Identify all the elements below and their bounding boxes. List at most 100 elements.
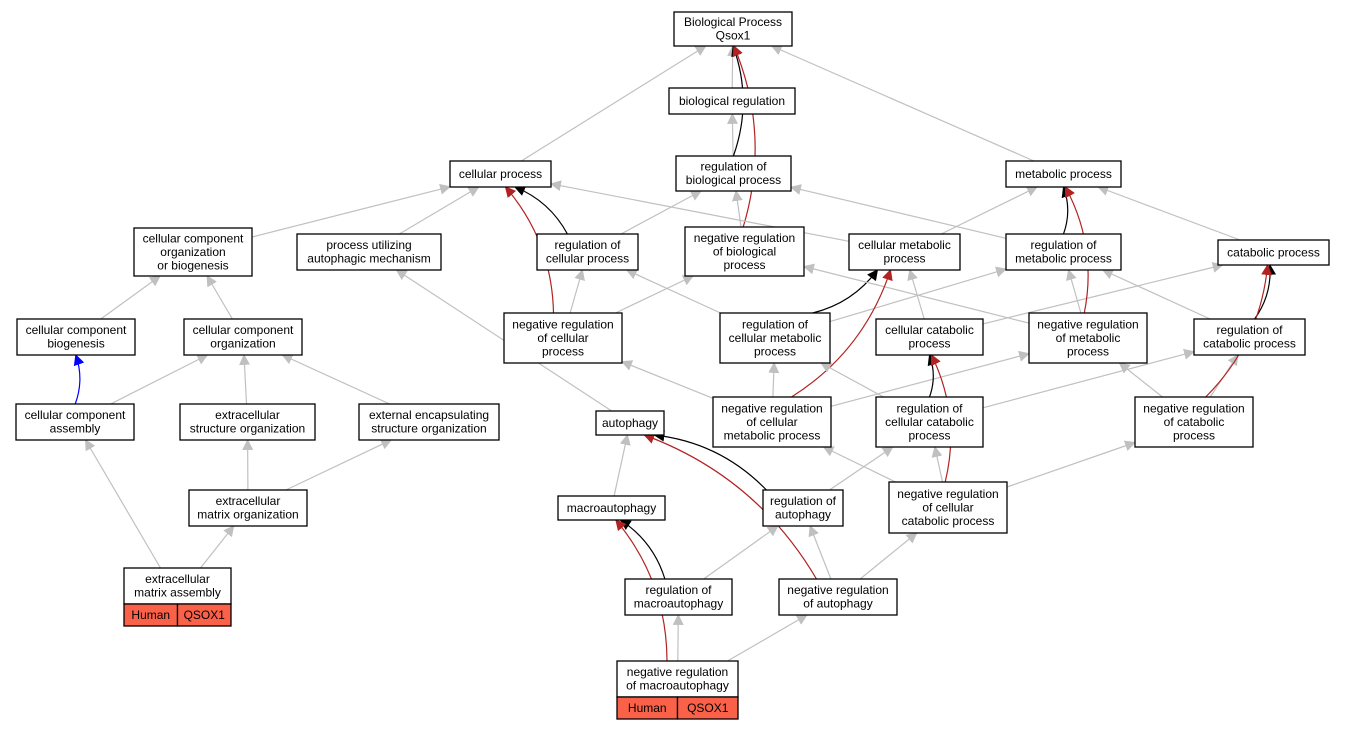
node-box bbox=[16, 318, 136, 356]
edge-negregcp-to-regcp bbox=[569, 268, 585, 314]
node-label-line: negative regulation bbox=[1143, 401, 1244, 415]
node-label-line: negative regulation bbox=[787, 583, 888, 597]
node-catab[interactable]: catabolic process bbox=[1217, 239, 1330, 266]
edge-extorg-to-ccorg bbox=[239, 353, 251, 405]
edge-ccbio-to-ccob bbox=[100, 275, 161, 320]
node-label-line: matrix organization bbox=[197, 508, 298, 522]
node-label-line: process bbox=[908, 428, 950, 442]
edge-catab-to-metproc bbox=[1097, 185, 1241, 241]
node-box bbox=[848, 233, 961, 271]
edge-negregcp-to-negregbio bbox=[615, 275, 695, 314]
node-label-line: negative regulation bbox=[694, 231, 795, 245]
node-label-line: autophagy bbox=[775, 508, 831, 522]
edge-negregmacro-to-negregaut bbox=[727, 614, 808, 662]
edge-negregmet-to-regmet bbox=[1066, 268, 1082, 314]
node-label-line: autophagy bbox=[602, 416, 658, 430]
edge-negregbio-to-bp bbox=[732, 44, 756, 228]
edge-cellproc-to-bp bbox=[520, 45, 707, 162]
node-box bbox=[123, 567, 232, 605]
node-box bbox=[673, 11, 793, 47]
node-label-line: catabolic process bbox=[1227, 245, 1320, 259]
edge-cellmet-to-metproc bbox=[940, 186, 1038, 235]
node-label-line: catabolic process bbox=[1203, 337, 1296, 351]
node-label-line: structure organization bbox=[190, 422, 305, 436]
node-label-line: cellular metabolic bbox=[729, 331, 822, 345]
node-label-line: regulation of bbox=[770, 494, 837, 508]
node-box bbox=[888, 481, 1008, 534]
node-label-line: regulation of bbox=[554, 238, 621, 252]
node-box bbox=[875, 396, 984, 448]
edge-negregaut-to-regaut bbox=[808, 524, 832, 580]
node-label-line: cellular component bbox=[26, 323, 127, 337]
edge-regmet-to-metproc bbox=[1061, 185, 1073, 235]
edge-breg-to-bp bbox=[727, 44, 739, 89]
node-label-line: autophagic mechanism bbox=[307, 252, 430, 266]
edge-negregcellcat-to-regcellcat bbox=[931, 445, 944, 483]
edge-negregcellmet-to-negregmet bbox=[830, 350, 1031, 407]
node-label-line: cellular metabolic bbox=[858, 238, 951, 252]
edge-negregcellmet-to-cellmet bbox=[791, 268, 893, 398]
node-cellproc[interactable]: cellular process bbox=[449, 160, 552, 188]
node-label-line: process bbox=[754, 344, 796, 358]
node-macroaut[interactable]: macroautophagy bbox=[557, 495, 666, 521]
node-label-line: negative regulation bbox=[627, 665, 728, 679]
edge-regcat-to-regmet bbox=[1101, 269, 1211, 320]
node-label-line: of autophagy bbox=[803, 597, 872, 611]
node-autoph[interactable]: autophagy bbox=[595, 410, 665, 436]
gene-cell[interactable] bbox=[176, 603, 232, 627]
edge-ccob-to-cellproc bbox=[251, 183, 452, 238]
node-label-line: process bbox=[883, 252, 925, 266]
node-box bbox=[778, 578, 898, 616]
node-box bbox=[595, 410, 665, 436]
node-label-line: of cellular bbox=[537, 331, 588, 345]
edge-regmacro-to-macroaut bbox=[619, 519, 666, 580]
node-breg[interactable]: biological regulation bbox=[668, 87, 796, 115]
node-label-line: negative regulation bbox=[721, 401, 822, 415]
node-label-line: regulation of bbox=[1216, 323, 1283, 337]
node-label-line: cellular catabolic bbox=[885, 415, 974, 429]
node-label-line: negative regulation bbox=[897, 487, 998, 501]
edge-regcp-to-regbio bbox=[620, 190, 702, 235]
node-box bbox=[875, 318, 984, 356]
node-box bbox=[503, 312, 623, 364]
node-label-line: process bbox=[908, 337, 950, 351]
gene-cell[interactable] bbox=[676, 696, 739, 720]
edge-negregcellcat-to-negregcat bbox=[1006, 440, 1137, 488]
edge-negregaut-to-negregcellcat bbox=[859, 532, 918, 580]
node-label-line: metabolic process bbox=[1015, 167, 1112, 181]
node-label-line: regulation of bbox=[1030, 238, 1097, 252]
node-label-line: of macroautophagy bbox=[626, 679, 729, 693]
node-metproc[interactable]: metabolic process bbox=[1005, 160, 1122, 188]
node-box bbox=[624, 578, 733, 616]
node-label-line: Biological Process bbox=[684, 15, 782, 29]
